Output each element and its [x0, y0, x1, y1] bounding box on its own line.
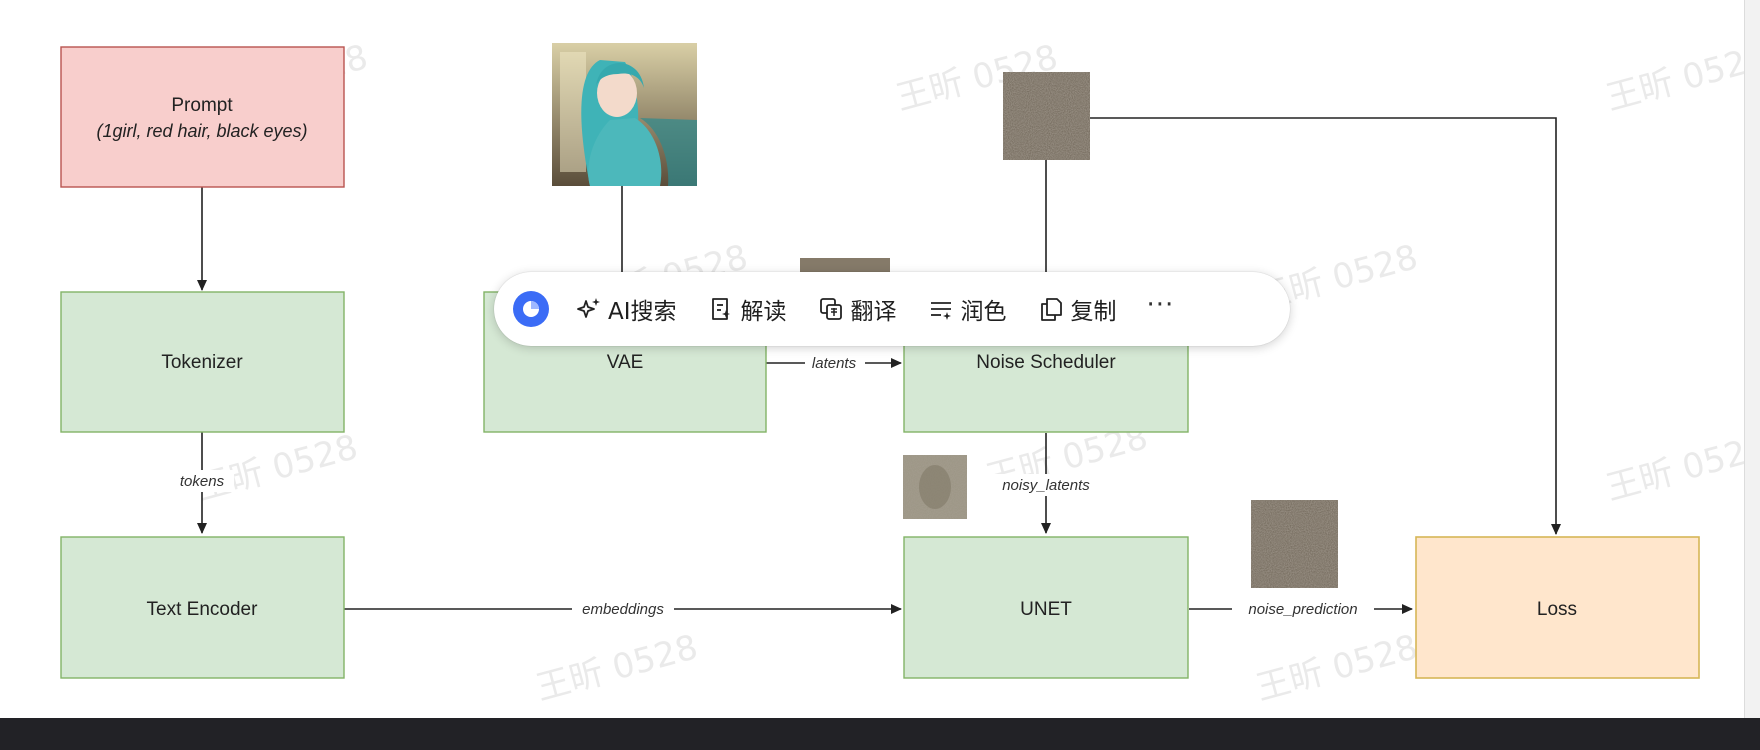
flow-diagram: 王昕 0528 王昕 0528 王昕 0528 王昕 0528 王昕 0528 …	[60, 37, 1744, 709]
noise-prediction-thumbnail	[1251, 500, 1338, 588]
copy-icon	[1037, 295, 1065, 323]
watermark: 王昕 0528	[532, 627, 702, 708]
watermark: 王昕 0528	[1602, 427, 1744, 508]
node-text-encoder[interactable]: Text Encoder	[60, 536, 345, 679]
node-noise-scheduler-label: Noise Scheduler	[976, 352, 1116, 373]
node-unet-label: UNET	[1020, 599, 1072, 620]
edge-label-latents: latents	[812, 355, 857, 372]
node-loss-label: Loss	[1537, 599, 1577, 620]
edge-label-tokens: tokens	[180, 473, 225, 490]
interpret-label: 解读	[740, 299, 787, 325]
sparkle-icon	[574, 295, 602, 323]
watermark: 王昕 0528	[192, 427, 362, 508]
copy-button[interactable]: 复制	[1037, 287, 1117, 331]
ai-search-label: AI搜索	[608, 299, 677, 325]
translate-icon	[817, 295, 845, 323]
node-prompt[interactable]: Prompt (1girl, red hair, black eyes)	[60, 46, 345, 188]
assistant-logo-icon[interactable]	[512, 290, 550, 328]
noise-thumbnail-top	[1003, 72, 1090, 160]
node-tokenizer[interactable]: Tokenizer	[60, 291, 345, 433]
scrollbar-track[interactable]	[1744, 0, 1760, 718]
watermark: 王昕 0528	[1602, 37, 1744, 118]
node-vae-label: VAE	[607, 352, 644, 373]
edge-labels: tokens embeddings latents noisy_latents …	[170, 352, 1374, 620]
copy-label: 复制	[1070, 299, 1117, 325]
node-unet[interactable]: UNET	[903, 536, 1189, 679]
node-prompt-label: Prompt	[171, 95, 233, 116]
noisy-latent-thumbnail	[903, 455, 967, 519]
edges	[197, 117, 1561, 614]
translate-button[interactable]: 翻译	[817, 287, 897, 331]
node-prompt-sub: (1girl, red hair, black eyes)	[96, 121, 307, 141]
edge-label-embeddings: embeddings	[582, 601, 664, 618]
bottom-bar	[0, 718, 1760, 750]
polish-label: 润色	[960, 299, 1007, 325]
node-loss[interactable]: Loss	[1415, 536, 1700, 679]
edge-label-noise-prediction: noise_prediction	[1248, 601, 1357, 618]
selection-toolbar: AI搜索 解读 翻译	[494, 272, 1290, 346]
edge-noise-loss	[1090, 117, 1561, 535]
polish-button[interactable]: 润色	[927, 287, 1007, 331]
document-interpret-icon	[707, 295, 735, 323]
polish-icon	[927, 295, 955, 323]
translate-label: 翻译	[850, 299, 897, 325]
node-text-encoder-label: Text Encoder	[147, 599, 259, 620]
interpret-button[interactable]: 解读	[707, 287, 787, 331]
node-tokenizer-label: Tokenizer	[161, 352, 243, 373]
ai-search-button[interactable]: AI搜索	[574, 287, 677, 331]
watermark: 王昕 0528	[1252, 627, 1422, 708]
anime-image-thumbnail	[552, 43, 697, 186]
more-options-icon[interactable]: ···	[1146, 290, 1175, 320]
edge-label-noisy-latents: noisy_latents	[1002, 477, 1090, 494]
